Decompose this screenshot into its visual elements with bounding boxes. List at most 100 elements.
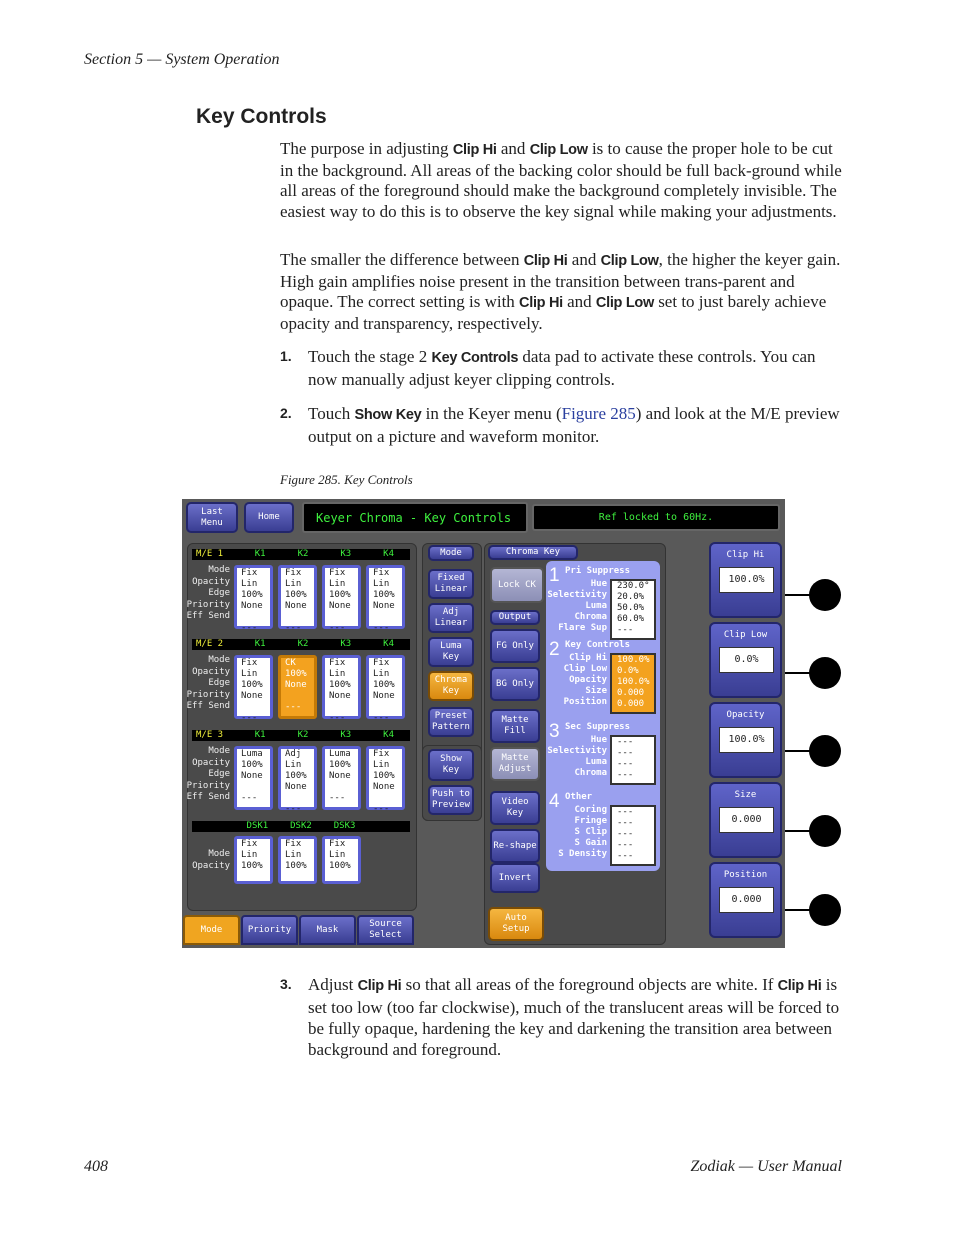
cell-value: Fix Lin: [241, 568, 258, 589]
rotary-knob-icon[interactable]: [809, 894, 841, 926]
cell-value: None: [373, 782, 395, 792]
tab-source-select[interactable]: Source Select: [357, 915, 414, 945]
tab-priority[interactable]: Priority: [241, 915, 298, 945]
param-label: Selectivity: [547, 746, 607, 756]
rotary-knob-icon[interactable]: [809, 815, 841, 847]
section-values[interactable]: ------------: [610, 735, 656, 785]
chroma-key-button[interactable]: Chroma Key: [428, 671, 474, 701]
param-value: ---: [617, 770, 634, 780]
row-label: Opacity: [192, 860, 230, 871]
knob-line: [785, 909, 810, 911]
row-label: Edge: [208, 678, 230, 688]
show-key-button[interactable]: Show Key: [428, 749, 474, 781]
fg-only-button[interactable]: FG Only: [490, 629, 540, 663]
param-value: 230.0°: [617, 581, 650, 591]
side-control-value: 0.000: [719, 807, 774, 833]
cell-value: None: [329, 771, 351, 781]
auto-setup-button[interactable]: Auto Setup: [488, 907, 544, 941]
invert-button[interactable]: Invert: [490, 863, 540, 893]
cell-value: None: [241, 601, 263, 611]
param-label: Chroma: [574, 612, 607, 622]
param-label: Opacity: [569, 675, 607, 685]
cell-value: 100%: [373, 590, 395, 600]
video-key-button[interactable]: Video Key: [490, 791, 540, 825]
section-number: 4: [549, 791, 560, 812]
push-to-preview-button[interactable]: Push to Preview: [428, 785, 474, 815]
luma-key-button[interactable]: Luma Key: [428, 637, 474, 667]
key-header: K1: [254, 639, 266, 649]
matte-fill-button[interactable]: Matte Fill: [490, 709, 540, 743]
preset-pattern-button[interactable]: Preset Pattern: [428, 707, 474, 737]
tab-mask[interactable]: Mask: [299, 915, 356, 945]
row-label: Eff Send: [186, 792, 230, 802]
cell-value: 100%: [329, 590, 351, 600]
reshape-button[interactable]: Re-shape: [490, 829, 540, 863]
param-value: ---: [617, 737, 634, 747]
row-label: Priority: [186, 689, 230, 700]
figure-link[interactable]: Figure 285: [561, 404, 636, 423]
tab-mode[interactable]: Mode: [183, 915, 240, 945]
last-menu-button[interactable]: Last Menu: [186, 502, 238, 533]
rotary-knob-icon[interactable]: [809, 735, 841, 767]
side-control-value: 100.0%: [719, 567, 774, 593]
section-values[interactable]: 230.0°20.0%50.0%60.0%---: [610, 579, 656, 640]
home-button[interactable]: Home: [244, 502, 294, 533]
matte-adjust-button[interactable]: Matte Adjust: [490, 747, 540, 781]
cell-value: 100%: [329, 760, 351, 770]
row-label: Opacity: [192, 757, 230, 768]
cell-value: 100%: [285, 669, 307, 679]
lock-ck-button[interactable]: Lock CK: [490, 567, 544, 603]
cell-value: Luma: [329, 749, 351, 759]
section-number: 2: [549, 639, 560, 660]
rotary-knob-icon[interactable]: [809, 657, 841, 689]
bg-only-button[interactable]: BG Only: [490, 667, 540, 701]
cell-value: 100%: [241, 760, 263, 770]
cell-value: Fix Lin: [329, 658, 346, 679]
cell-value: ---: [285, 804, 302, 814]
side-control-value: 100.0%: [719, 727, 774, 753]
rotary-knob-icon[interactable]: [809, 579, 841, 611]
cell-value: ---: [373, 623, 390, 633]
cell-value: ---: [329, 793, 346, 803]
dsk-key-header: DSK2: [290, 821, 312, 831]
status-display: Ref locked to 60Hz.: [532, 504, 780, 531]
param-label: Coring: [574, 805, 607, 815]
paragraph-1: The purpose in adjusting Clip Hi and Cli…: [280, 139, 842, 221]
mode-label: Mode: [428, 545, 474, 561]
section-values[interactable]: ---------------: [610, 805, 656, 866]
param-value: 50.0%: [617, 603, 645, 613]
cell-value: Fix Lin: [285, 839, 302, 860]
adj-linear-button[interactable]: Adj Linear: [428, 603, 474, 633]
fixed-linear-button[interactable]: Fixed Linear: [428, 569, 474, 599]
row-label: Priority: [186, 599, 230, 610]
cell-value: CK: [285, 658, 296, 668]
output-label: Output: [490, 610, 540, 625]
side-control-value: 0.000: [719, 887, 774, 913]
key-header: K4: [383, 549, 394, 559]
section-number: 1: [549, 565, 560, 586]
